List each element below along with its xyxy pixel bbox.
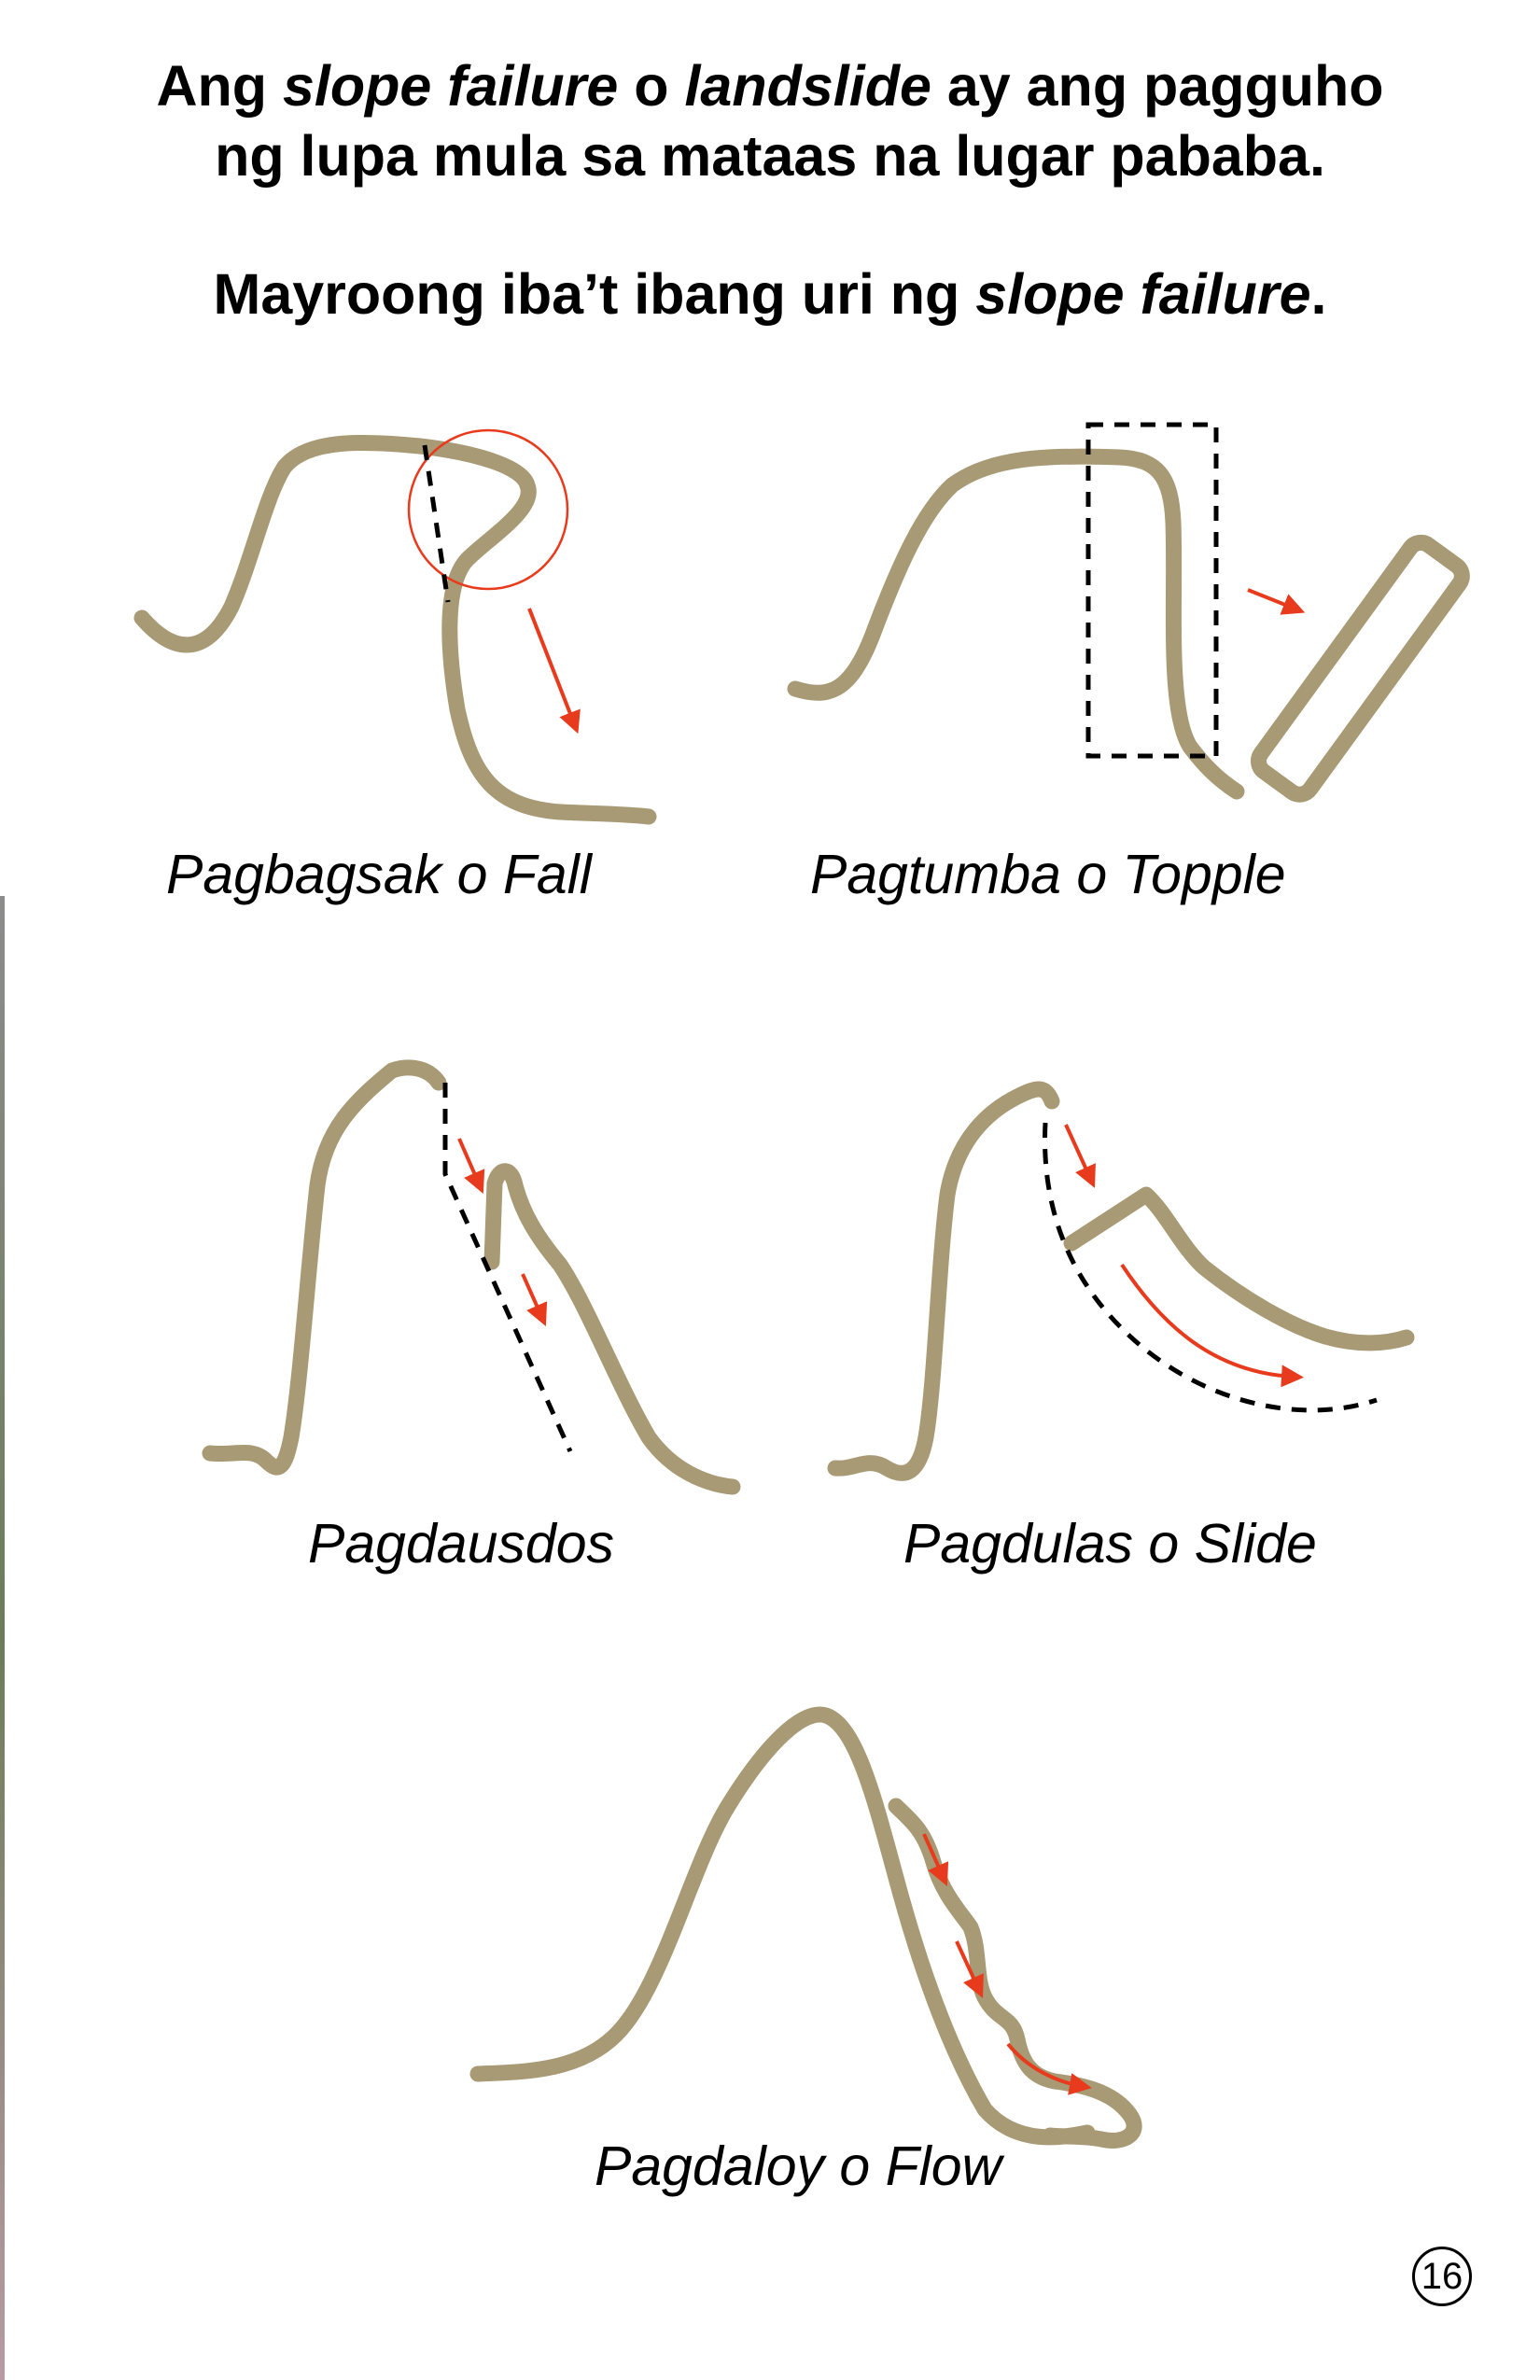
slide-slope	[827, 1081, 1060, 1481]
flow-arrow-1	[922, 1833, 949, 1886]
caption-slide: Pagdulas o Slide	[903, 1513, 1317, 1575]
slump-arrow-lower	[521, 1273, 548, 1326]
topple-diagram	[787, 422, 1470, 803]
fall-slope	[133, 434, 657, 825]
caption-fall: Pagbagsak o Fall	[166, 844, 592, 905]
flow-debris	[888, 1798, 1142, 2149]
fall-break-line	[422, 444, 451, 603]
flow-slope	[469, 1706, 1096, 2146]
page-edge-strip	[0, 896, 5, 2380]
slide-arrow-upper	[1064, 1124, 1096, 1188]
topple-toppled-block	[1250, 534, 1470, 803]
slide-slip-surface	[1043, 1122, 1378, 1413]
caption-slump: Pagdausdos	[308, 1513, 615, 1575]
page-number: 16	[1412, 2247, 1472, 2306]
flow-diagram	[469, 1706, 1142, 2149]
caption-flow: Pagdaloy o Flow	[595, 2135, 1002, 2197]
flow-arrow-2	[955, 1940, 984, 1998]
slump-moved-block	[483, 1163, 741, 1495]
fall-highlight-circle	[407, 428, 569, 591]
topple-source-box	[1085, 422, 1219, 759]
fall-arrow	[527, 608, 581, 735]
fall-diagram	[133, 428, 657, 825]
variety-text: Mayroong iba’t ibang uri ng slope failur…	[213, 262, 1327, 326]
slide-diagram	[827, 1081, 1415, 1481]
slump-arrow-upper	[457, 1138, 485, 1194]
intro-line-1: Ang slope failure o landslide ay ang pag…	[156, 54, 1384, 118]
slump-slip-surface	[442, 1083, 573, 1453]
intro-text: Ang slope failure o landslide ay ang pag…	[0, 51, 1540, 191]
slump-diagram	[202, 1059, 741, 1495]
slide-arrow-lower	[1120, 1263, 1304, 1388]
slide-moved-block	[1063, 1186, 1415, 1351]
intro-line-2: ng lupa mula sa mataas na lugar pababa.	[215, 124, 1325, 188]
topple-arrow	[1247, 588, 1306, 615]
slump-slope	[202, 1059, 447, 1476]
topple-slope	[787, 448, 1245, 800]
flow-arrow-3	[1006, 2042, 1092, 2095]
caption-topple: Pagtumba o Topple	[810, 844, 1286, 905]
